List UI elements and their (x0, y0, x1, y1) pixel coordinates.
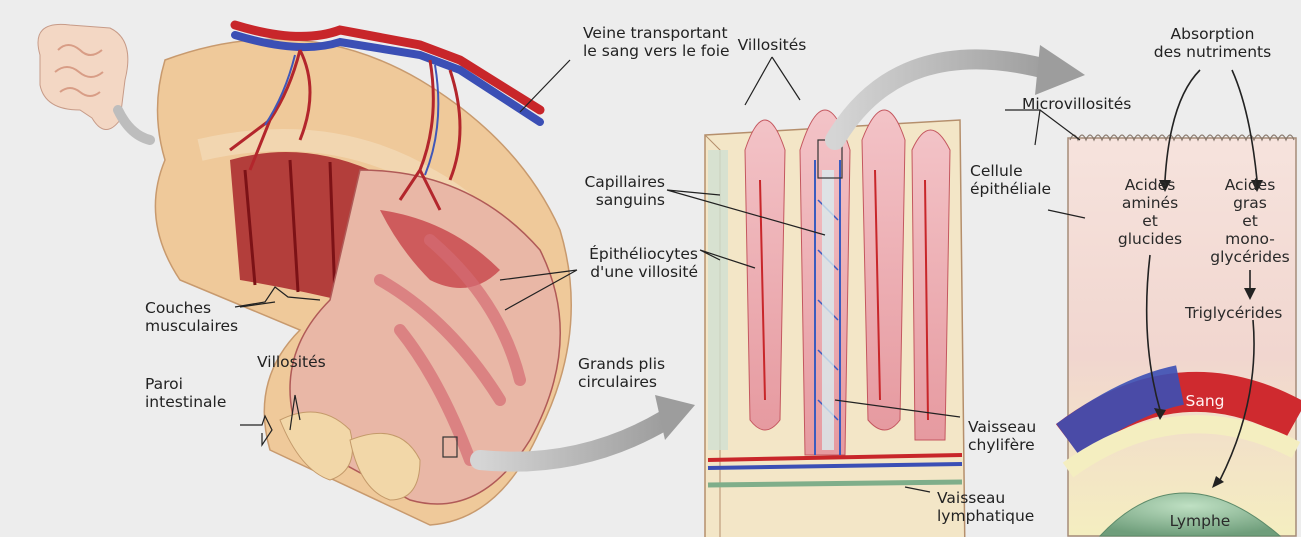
label-veine-transportant: Veine transportant le sang vers le foie (583, 24, 730, 60)
label-sang: Sang (1175, 392, 1235, 410)
label-acides-amines: Acides aminés et glucides (1105, 176, 1195, 248)
label-paroi-intestinale: Paroi intestinale (145, 375, 226, 411)
label-villosites-top: Villosités (732, 36, 812, 54)
label-villosites-left: Villosités (257, 353, 326, 371)
label-vaisseau-lymphatique: Vaisseau lymphatique (937, 489, 1034, 525)
intestine-illustration (38, 24, 571, 525)
villi-block (705, 110, 965, 537)
colon-thumbnail (38, 24, 150, 140)
label-triglycerides: Triglycérides (1185, 304, 1282, 322)
label-vaisseau-chylifere: Vaisseau chylifère (968, 418, 1036, 454)
label-couches-musculaires: Couches musculaires (145, 299, 238, 335)
label-capillaires: Capillaires sanguins (560, 173, 665, 209)
label-microvillosites: Microvillosités (1022, 95, 1131, 113)
lacteal (822, 170, 834, 450)
label-grands-plis: Grands plis circulaires (578, 355, 665, 391)
label-lymphe: Lymphe (1160, 512, 1240, 530)
label-cellule-epitheliale: Cellule épithéliale (970, 162, 1051, 198)
label-absorption: Absorption des nutriments (1135, 25, 1290, 61)
epithelial-cell-panel (1068, 70, 1296, 536)
label-acides-gras: Acides gras et mono- glycérides (1205, 176, 1295, 266)
label-epitheliocytes: Épithéliocytes d'une villosité (555, 245, 698, 281)
